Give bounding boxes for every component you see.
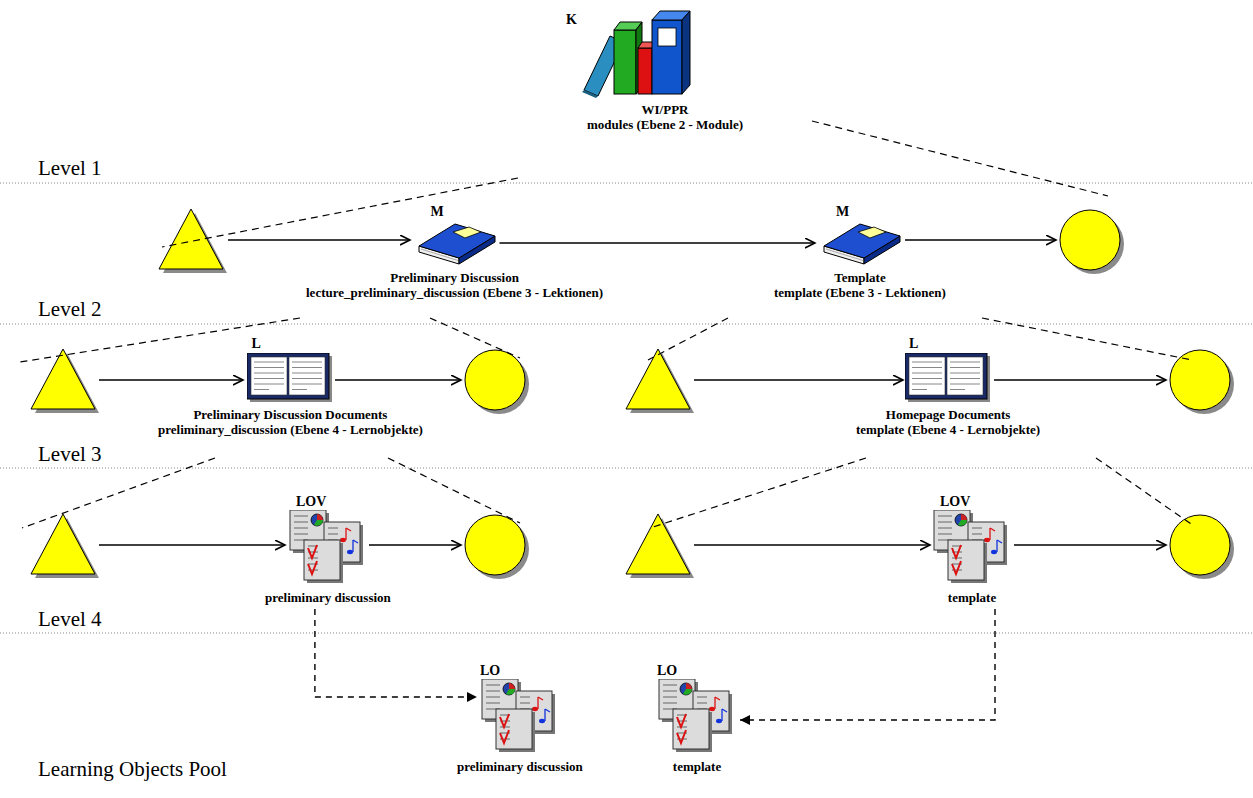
node-subtitle: lecture_preliminary_discussion (Ebene 3 …	[304, 285, 605, 300]
node-icon: LO	[480, 679, 560, 755]
decomposition-line	[20, 121, 1194, 528]
module-node: L Homepage Documentstemplate (Ebene 4 - L…	[854, 353, 1042, 437]
node-title: template	[946, 590, 998, 605]
level-label: Level 2	[38, 297, 102, 322]
level-letter: M	[836, 204, 849, 220]
node-subtitle: preliminary_discussion (Ebene 4 - Lernob…	[156, 422, 425, 437]
node-subtitle: modules (Ebene 2 - Module)	[585, 117, 745, 132]
level-letter: LOV	[940, 494, 970, 510]
node-subtitle: template (Ebene 4 - Lernobjekte)	[854, 422, 1042, 437]
node-subtitle: template (Ebene 3 - Lektionen)	[772, 285, 948, 300]
reference-arrow	[315, 609, 477, 697]
module-node: LO preliminary discussion	[455, 679, 585, 774]
module-node: LOV template	[932, 510, 1012, 605]
module-node: LO template	[657, 679, 737, 774]
node-title: WI/PPR	[640, 102, 691, 117]
node-icon: L	[247, 353, 333, 403]
node-title: Homepage Documents	[884, 407, 1013, 422]
sequence-arrow	[500, 242, 815, 243]
level-label: Level 1	[38, 156, 102, 181]
level-label: Level 3	[38, 442, 102, 467]
level-letter: LO	[657, 663, 677, 679]
module-node: L Preliminary Discussion Documentsprelimi…	[156, 353, 425, 437]
flow-arrow	[99, 240, 1166, 545]
pool-label: Learning Objects Pool	[38, 757, 227, 782]
node-icon: M	[413, 220, 497, 266]
module-node: LOV preliminary discussion	[263, 510, 393, 605]
node-icon: M	[818, 220, 902, 266]
node-icon: LOV	[288, 510, 368, 586]
module-node: KWI/PPRmodules (Ebene 2 - Module)	[585, 8, 745, 132]
level-letter: L	[909, 336, 918, 352]
level-letter: LO	[480, 663, 500, 679]
level-letter: L	[251, 336, 260, 352]
node-title: preliminary discussion	[263, 590, 393, 605]
node-title: Preliminary Discussion	[388, 270, 521, 285]
level-letter: LOV	[296, 494, 326, 510]
start-end-symbols	[31, 209, 1234, 579]
node-title: template	[671, 759, 723, 774]
module-node: M Preliminary Discussionlecture_prelimina…	[304, 220, 605, 300]
node-icon: LOV	[932, 510, 1012, 586]
module-node: M Templatetemplate (Ebene 3 - Lektionen)	[772, 220, 948, 300]
node-icon: LO	[657, 679, 737, 755]
node-title: Template	[832, 270, 888, 285]
node-icon: K	[580, 8, 700, 98]
level-separator	[0, 183, 1253, 633]
node-title: preliminary discussion	[455, 759, 585, 774]
reference-arrow	[740, 609, 995, 720]
level-letter: K	[566, 12, 577, 28]
level-label: Level 4	[38, 607, 102, 632]
node-title: Preliminary Discussion Documents	[191, 407, 389, 422]
node-icon: L	[905, 353, 991, 403]
level-letter: M	[431, 204, 444, 220]
